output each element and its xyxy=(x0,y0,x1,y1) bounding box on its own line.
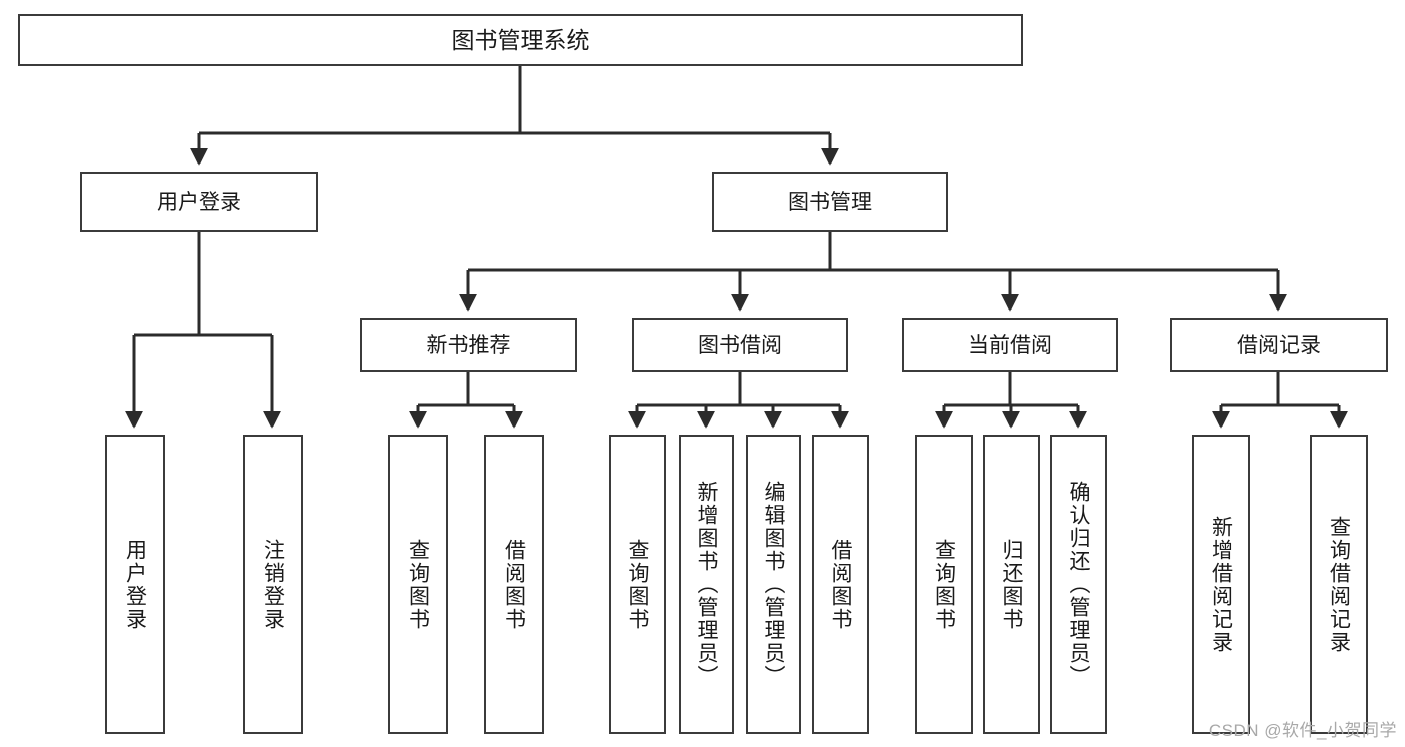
leaf-add-borrow-record-label: 新增借阅记录 xyxy=(1209,515,1233,654)
node-new-book-recommend[interactable]: 新书推荐 xyxy=(360,318,577,372)
leaf-query-book-current[interactable]: 查询图书 xyxy=(915,435,973,734)
leaf-user-login[interactable]: 用户登录 xyxy=(105,435,165,734)
leaf-add-book-admin-label: 新增图书（管理员） xyxy=(695,481,718,688)
watermark: CSDN @软件_小贺同学 xyxy=(1208,721,1397,740)
leaf-user-login-label: 用户登录 xyxy=(123,538,147,631)
leaf-edit-book-admin[interactable]: 编辑图书（管理员） xyxy=(746,435,801,734)
leaf-query-book-newbook-label: 查询图书 xyxy=(406,538,430,631)
node-borrow-records-label: 借阅记录 xyxy=(1237,333,1321,357)
leaf-confirm-return-admin[interactable]: 确认归还（管理员） xyxy=(1050,435,1107,734)
node-current-borrow[interactable]: 当前借阅 xyxy=(902,318,1118,372)
leaf-query-book-borrow-label: 查询图书 xyxy=(626,538,649,631)
leaf-borrow-book-newbook[interactable]: 借阅图书 xyxy=(484,435,544,734)
leaf-query-borrow-record-label: 查询借阅记录 xyxy=(1327,515,1351,654)
node-user-login[interactable]: 用户登录 xyxy=(80,172,318,232)
node-user-login-label: 用户登录 xyxy=(157,190,241,214)
leaf-logout[interactable]: 注销登录 xyxy=(243,435,303,734)
leaf-return-book[interactable]: 归还图书 xyxy=(983,435,1040,734)
node-book-borrow-label: 图书借阅 xyxy=(698,333,782,357)
node-borrow-records[interactable]: 借阅记录 xyxy=(1170,318,1388,372)
node-current-borrow-label: 当前借阅 xyxy=(968,333,1052,357)
node-root-label: 图书管理系统 xyxy=(451,26,590,53)
leaf-edit-book-admin-label: 编辑图书（管理员） xyxy=(762,481,785,688)
node-book-management[interactable]: 图书管理 xyxy=(712,172,948,232)
leaf-logout-label: 注销登录 xyxy=(261,538,285,631)
node-new-book-recommend-label: 新书推荐 xyxy=(426,333,511,357)
node-book-management-label: 图书管理 xyxy=(788,190,872,214)
leaf-add-book-admin[interactable]: 新增图书（管理员） xyxy=(679,435,734,734)
leaf-query-book-current-label: 查询图书 xyxy=(932,538,956,631)
leaf-confirm-return-admin-label: 确认归还（管理员） xyxy=(1067,481,1090,688)
leaf-borrow-book-label: 借阅图书 xyxy=(829,538,852,631)
leaf-borrow-book-newbook-label: 借阅图书 xyxy=(502,538,526,631)
leaf-query-borrow-record[interactable]: 查询借阅记录 xyxy=(1310,435,1368,734)
leaf-return-book-label: 归还图书 xyxy=(1000,538,1023,631)
leaf-borrow-book[interactable]: 借阅图书 xyxy=(812,435,869,734)
leaf-query-book-borrow[interactable]: 查询图书 xyxy=(609,435,666,734)
leaf-query-book-newbook[interactable]: 查询图书 xyxy=(388,435,448,734)
node-root[interactable]: 图书管理系统 xyxy=(18,14,1023,66)
leaf-add-borrow-record[interactable]: 新增借阅记录 xyxy=(1192,435,1250,734)
node-book-borrow[interactable]: 图书借阅 xyxy=(632,318,848,372)
